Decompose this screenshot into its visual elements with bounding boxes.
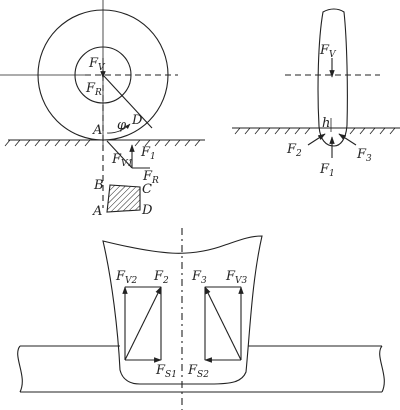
- f3-bot-arrow: [204, 286, 242, 361]
- tire-outline: [102, 235, 263, 385]
- label-fv3: FV3: [225, 269, 248, 286]
- ground-hatch-left: [4, 139, 201, 147]
- label-f2-bot: F2: [153, 269, 169, 286]
- label-phi: φ: [117, 118, 127, 133]
- label-d-low: D: [141, 203, 153, 218]
- label-f2-side: F2: [286, 142, 302, 159]
- label-fv1: FV1: [111, 152, 133, 169]
- tire-profile: [317, 8, 348, 147]
- rail-right-break: [379, 345, 385, 393]
- label-d-top: D: [131, 113, 143, 128]
- label-fr-wheel: FR: [85, 81, 102, 98]
- label-b: B: [93, 178, 104, 193]
- label-fv-wheel: FV: [88, 56, 106, 73]
- label-fs2: FS2: [187, 363, 209, 380]
- wheel-front-view: FV FR φ A D F1 FV1 FR B C A D: [0, 0, 205, 219]
- side-f2-arrow: [307, 133, 326, 146]
- label-f1-side: F1: [319, 162, 335, 179]
- label-f1-left: F1: [140, 145, 156, 162]
- label-h: h: [322, 116, 330, 131]
- fr-diagonal: [102, 74, 153, 129]
- label-fv-side: FV: [319, 43, 337, 60]
- label-a-low: A: [92, 204, 102, 219]
- label-fv2: FV2: [115, 269, 138, 286]
- phi-arc: [106, 123, 131, 134]
- f1-diagonal-left: [106, 140, 133, 169]
- tire-cross-section: FV2 F2 F3 FV3 FS1 FS2: [17, 228, 385, 410]
- label-fs1: FS1: [155, 363, 177, 380]
- rail-left-break: [17, 345, 23, 393]
- tire-side-view: FV h F2 F3 F1: [232, 8, 400, 179]
- label-a-top: A: [92, 123, 102, 138]
- ground-hatch-right: [234, 127, 396, 135]
- label-f3-side: F3: [356, 147, 372, 164]
- contact-patch: [106, 184, 141, 213]
- f2-bot-arrow: [124, 286, 162, 361]
- label-c: C: [142, 182, 152, 197]
- side-f3-arrow: [338, 133, 357, 146]
- label-f3-bot: F3: [191, 269, 207, 286]
- label-fr-low: FR: [142, 169, 159, 186]
